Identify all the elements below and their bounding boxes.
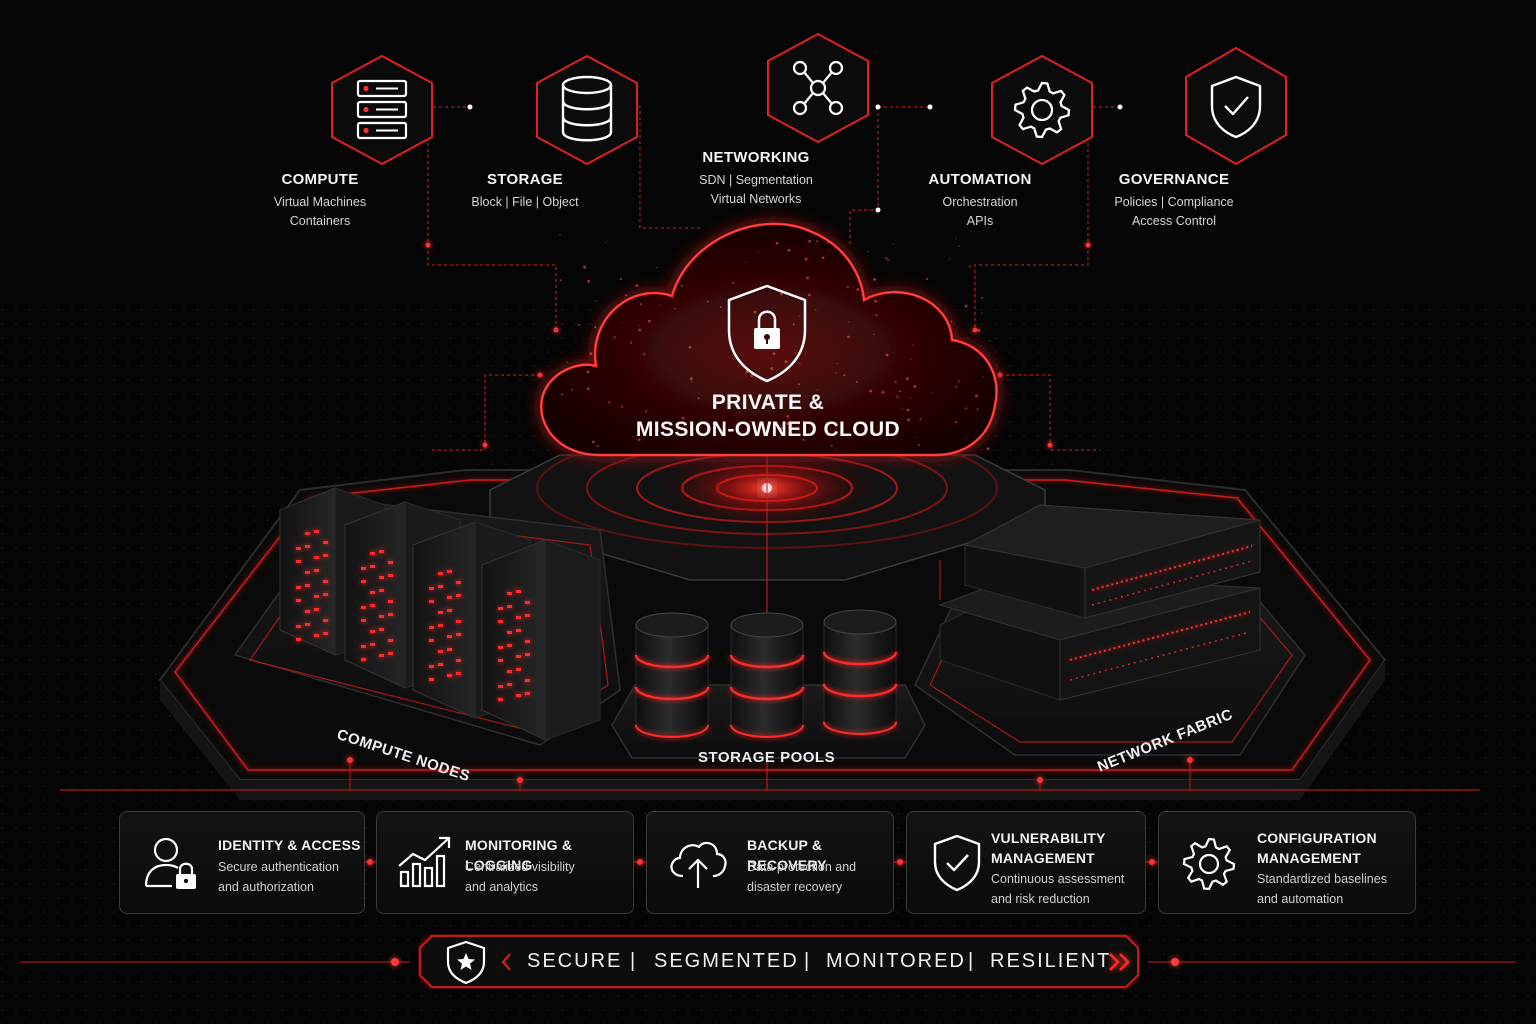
card-description: Continuous assessment and risk reduction bbox=[991, 872, 1125, 906]
service-detail: Block | File | Object bbox=[471, 195, 579, 209]
service-detail: Orchestration bbox=[942, 195, 1018, 209]
network-nodes-icon bbox=[767, 32, 869, 144]
card-title: CONFIGURATION MANAGEMENT bbox=[1257, 830, 1377, 866]
service-title: STORAGE bbox=[486, 171, 563, 188]
server-rack-icon bbox=[331, 54, 433, 166]
card-description: Secure authentication and authorization bbox=[218, 860, 339, 894]
shield-check-icon bbox=[1185, 46, 1287, 166]
storage-cylinder bbox=[634, 612, 710, 738]
service-title: NETWORKING bbox=[702, 149, 810, 166]
service-detail: Policies | Compliance bbox=[1114, 195, 1234, 209]
service-detail: SDN | Segmentation bbox=[699, 173, 813, 187]
storage-pools-label: STORAGE POOLS bbox=[698, 749, 836, 766]
shield-check-icon bbox=[933, 834, 981, 892]
card-description: Data protection and disaster recovery bbox=[747, 860, 857, 894]
card-title: BACKUP & RECOVERY bbox=[747, 837, 827, 873]
bar-chart-icon bbox=[398, 836, 451, 888]
cloud-title-line1: PRIVATE & bbox=[711, 391, 825, 414]
capability-card-backup[interactable]: BACKUP & RECOVERY Data protection and di… bbox=[646, 811, 894, 914]
cloud-upload-icon bbox=[670, 841, 727, 888]
banner-item-secure: SECURE bbox=[527, 950, 623, 972]
card-title: VULNERABILITY MANAGEMENT bbox=[991, 830, 1106, 866]
network-switches bbox=[938, 504, 1261, 701]
capability-card-monitoring[interactable]: MONITORING & LOGGING Centralized visibil… bbox=[376, 811, 634, 914]
card-description: Standardized baselines and automation bbox=[1257, 872, 1387, 906]
gear-icon bbox=[991, 54, 1093, 166]
service-title: GOVERNANCE bbox=[1118, 171, 1230, 188]
gear-icon bbox=[1182, 837, 1236, 891]
service-detail: Virtual Networks bbox=[710, 192, 802, 206]
banner-item-resilient: RESILIENT bbox=[990, 950, 1112, 972]
banner-separator: | bbox=[630, 950, 638, 972]
service-detail: Virtual Machines bbox=[273, 195, 367, 209]
service-detail: Containers bbox=[289, 214, 351, 228]
banner-separator: | bbox=[804, 950, 812, 972]
shield-lock-icon bbox=[727, 284, 807, 383]
server-racks bbox=[279, 487, 601, 741]
cloud-title-line2: MISSION-OWNED CLOUD bbox=[635, 418, 901, 441]
card-title: MONITORING & LOGGING bbox=[465, 837, 573, 873]
service-detail: Access Control bbox=[1131, 214, 1217, 228]
card-description: Centralized visibility and analytics bbox=[465, 860, 575, 894]
user-lock-icon bbox=[144, 837, 196, 889]
database-icon bbox=[536, 54, 638, 166]
banner-item-segmented: SEGMENTED bbox=[654, 950, 799, 972]
card-title: IDENTITY & ACCESS bbox=[218, 837, 361, 853]
service-title: AUTOMATION bbox=[928, 171, 1032, 188]
capability-card-identity[interactable]: IDENTITY & ACCESS Secure authentication … bbox=[119, 811, 365, 914]
storage-cylinder bbox=[729, 612, 805, 738]
storage-cylinder bbox=[822, 609, 898, 735]
capability-card-vulnerability[interactable]: VULNERABILITY MANAGEMENT Continuous asse… bbox=[906, 811, 1146, 914]
storage-cylinders bbox=[634, 609, 898, 738]
principles-banner bbox=[419, 935, 1139, 988]
capability-card-configuration[interactable]: CONFIGURATION MANAGEMENT Standardized ba… bbox=[1158, 811, 1416, 914]
service-detail: APIs bbox=[966, 214, 994, 228]
shield-star-icon bbox=[446, 940, 486, 985]
banner-separator: | bbox=[968, 950, 976, 972]
banner-item-monitored: MONITORED bbox=[826, 950, 966, 972]
service-title: COMPUTE bbox=[281, 171, 359, 188]
